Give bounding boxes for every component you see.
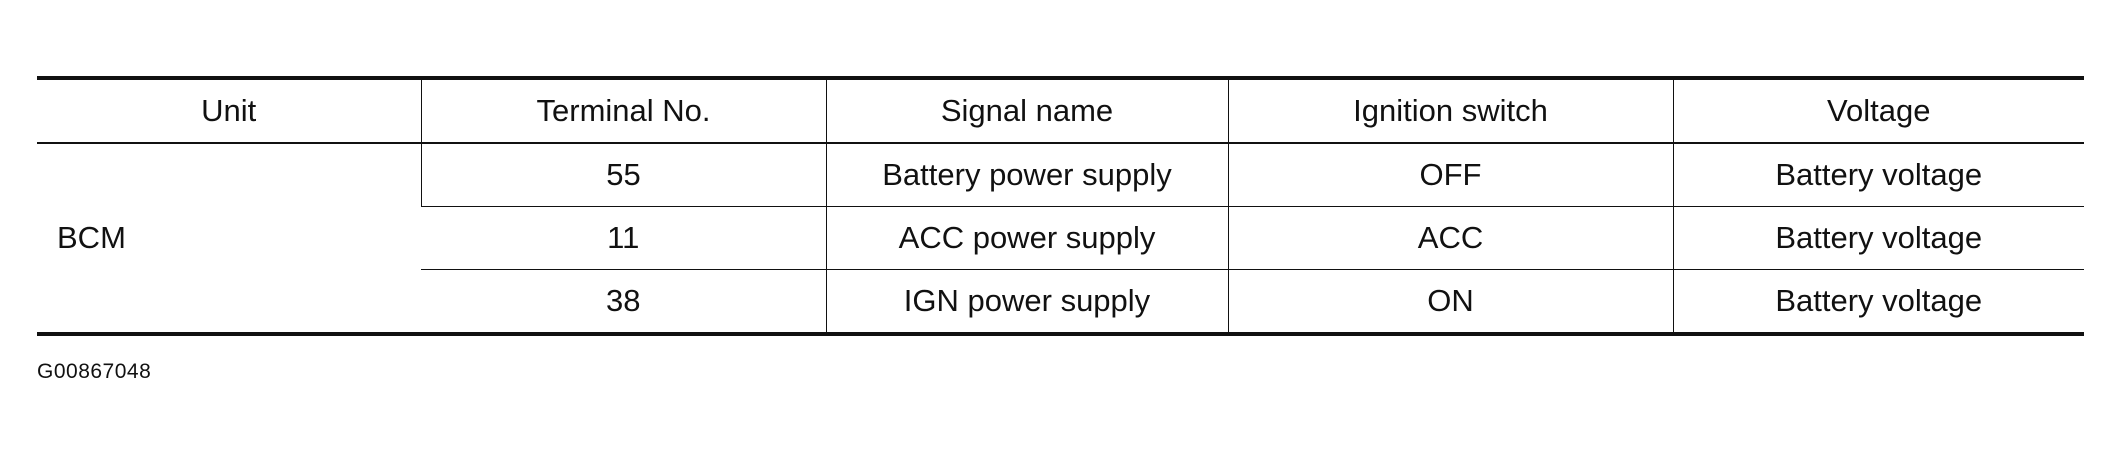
table-row: 38 IGN power supply ON Battery voltage	[37, 269, 2084, 335]
ignition-cell: OFF	[1227, 143, 1673, 207]
header-unit: Unit	[37, 78, 421, 144]
terminal-cell: 38	[421, 269, 826, 335]
header-row: Unit Terminal No. Signal name Ignition s…	[37, 78, 2084, 144]
ignition-cell: ACC	[1227, 206, 1673, 270]
unit-cell: BCM	[57, 220, 126, 255]
figure-id: G00867048	[37, 360, 152, 383]
signal-cell: IGN power supply	[825, 269, 1228, 335]
table-row: 11 ACC power supply ACC Battery voltage	[37, 206, 2084, 270]
voltage-cell: Battery voltage	[1672, 143, 2084, 207]
table-row: BCM 55 Battery power supply OFF Battery …	[37, 143, 2084, 255]
table-header: Unit Terminal No. Signal name Ignition s…	[37, 78, 2084, 144]
terminal-voltage-table: Unit Terminal No. Signal name Ignition s…	[37, 76, 2084, 336]
signal-cell: Battery power supply	[825, 143, 1228, 207]
terminal-cell: 55	[420, 143, 826, 207]
voltage-cell: Battery voltage	[1672, 269, 2084, 335]
header-terminal-no: Terminal No.	[420, 78, 826, 144]
signal-cell: ACC power supply	[825, 206, 1228, 270]
header-ignition-switch: Ignition switch	[1227, 78, 1673, 144]
terminal-cell: 11	[421, 206, 826, 270]
ignition-cell: ON	[1227, 269, 1673, 335]
table-body: BCM 55 Battery power supply OFF Battery …	[37, 143, 2084, 335]
header-signal-name: Signal name	[825, 78, 1228, 144]
header-voltage: Voltage	[1672, 78, 2084, 144]
voltage-cell: Battery voltage	[1672, 206, 2084, 270]
